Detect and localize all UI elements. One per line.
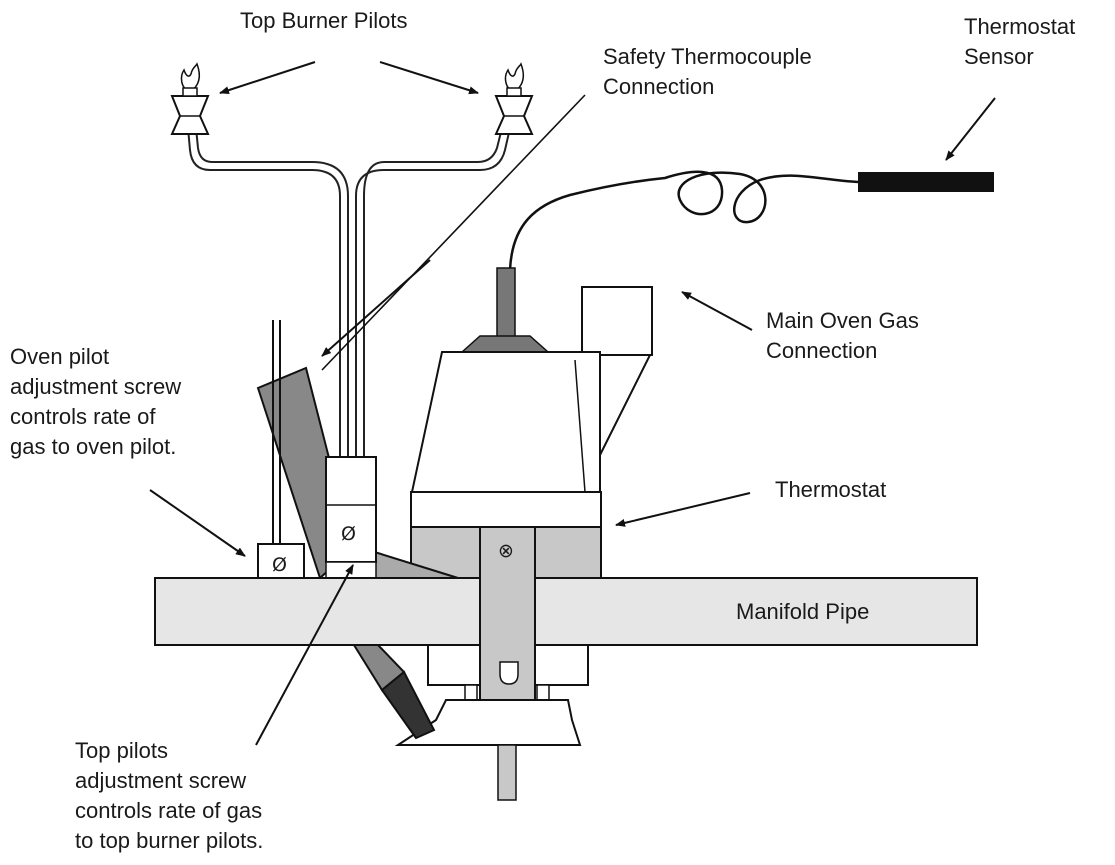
arrow-left-pilot <box>219 61 316 95</box>
label-main-oven-gas: Main Oven Gas Connection <box>766 308 919 363</box>
thermostat-knob-base <box>394 699 582 746</box>
label-thermostat: Thermostat <box>775 477 887 502</box>
thermostat-sensor-bulb <box>858 172 994 192</box>
oven-pilot-screw-symbol: Ø <box>272 554 287 576</box>
arrow-right-pilot <box>379 61 479 95</box>
top-pilots-screw-symbol: Ø <box>341 523 356 545</box>
capillary-nut <box>460 335 550 353</box>
safety-thermocouple-leader <box>321 94 586 371</box>
callout-arrows <box>149 61 996 746</box>
arrow-main-oven-gas <box>681 291 753 331</box>
thermostat-band <box>410 491 602 528</box>
label-top-burner-pilots: Top Burner Pilots <box>240 8 408 33</box>
right-burner-pilot <box>494 62 534 135</box>
capillary-fitting <box>496 267 516 341</box>
strap-d-nut <box>499 661 519 685</box>
top-pilots-screw-block <box>325 456 377 563</box>
main-oven-gas-support <box>599 354 652 456</box>
left-burner-pilot <box>170 62 210 135</box>
label-top-pilots-screw: Top pilots adjustment screw controls rat… <box>75 738 264 853</box>
pilot-tubing <box>187 127 511 470</box>
arrow-thermocouple <box>321 259 431 357</box>
manifold-pipe <box>154 577 978 646</box>
thermostat-shaft <box>497 744 517 801</box>
thermostat-body <box>410 351 601 493</box>
arrow-oven-pilot-screw <box>149 489 246 557</box>
sensor-capillary <box>508 170 859 271</box>
label-manifold-pipe: Manifold Pipe <box>736 599 870 624</box>
arrow-thermostat <box>615 492 751 527</box>
arrow-thermostat-sensor <box>945 97 996 161</box>
arrow-top-pilots-screw <box>255 564 354 746</box>
label-oven-pilot-screw: Oven pilot adjustment screw controls rat… <box>10 344 182 459</box>
label-thermostat-sensor: Thermostat Sensor <box>964 14 1076 69</box>
strap-screw-symbol: ⊗ <box>498 540 514 562</box>
main-oven-gas-block <box>581 286 653 356</box>
label-safety-thermocouple: Safety Thermocouple Connection <box>603 44 812 99</box>
